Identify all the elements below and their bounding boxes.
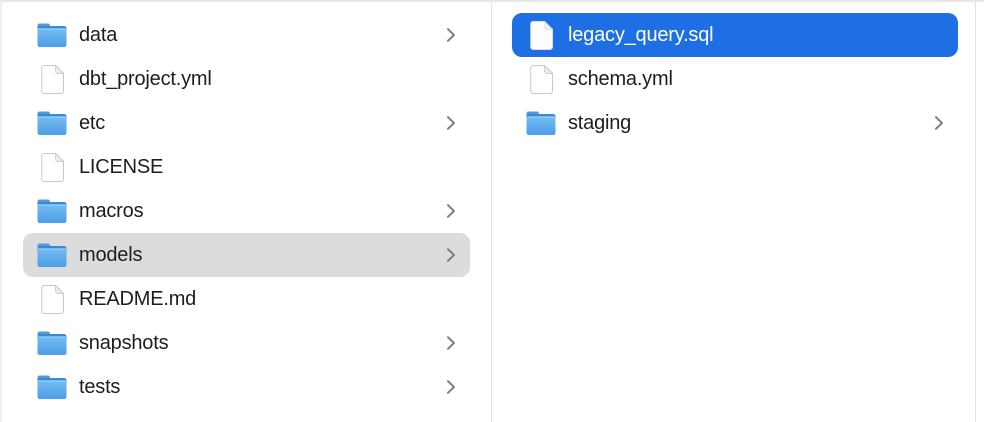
chevron-right-icon (446, 203, 456, 219)
file-icon (526, 20, 556, 50)
file-icon (526, 64, 556, 94)
file-name: data (79, 23, 118, 46)
chevron-right-icon (446, 27, 456, 43)
file-name: snapshots (79, 331, 169, 354)
file-name: LICENSE (79, 155, 164, 178)
file-name: dbt_project.yml (79, 67, 212, 90)
chevron-right-icon (446, 335, 456, 351)
folder-icon (37, 23, 67, 47)
file-icon (37, 152, 67, 182)
file-row-macros[interactable]: macros (23, 189, 470, 233)
file-name: models (79, 243, 143, 266)
folder-icon (37, 375, 67, 399)
file-row-schema-yml[interactable]: schema.yml (512, 57, 958, 101)
file-row-tests[interactable]: tests (23, 365, 470, 409)
file-row-staging[interactable]: staging (512, 101, 958, 145)
file-icon (37, 284, 67, 314)
file-name: README.md (79, 287, 197, 310)
file-name: staging (568, 111, 632, 134)
file-name: etc (79, 111, 106, 134)
file-name: tests (79, 375, 121, 398)
file-row-legacy-query-sql[interactable]: legacy_query.sql (512, 13, 958, 57)
chevron-right-icon (446, 115, 456, 131)
window-right-margin (976, 2, 984, 422)
file-row-dbt-project-yml[interactable]: dbt_project.yml (23, 57, 470, 101)
folder-icon (37, 199, 67, 223)
folder-icon (526, 111, 556, 135)
chevron-right-icon (446, 247, 456, 263)
file-icon (37, 64, 67, 94)
file-row-readme-md[interactable]: README.md (23, 277, 470, 321)
file-row-models[interactable]: models (23, 233, 470, 277)
finder-column-right: legacy_query.sql schema.yml staging (492, 2, 976, 422)
file-row-snapshots[interactable]: snapshots (23, 321, 470, 365)
chevron-right-icon (446, 379, 456, 395)
file-row-data[interactable]: data (23, 13, 470, 57)
finder-column-left: data dbt_project.yml etc (2, 2, 492, 422)
file-name: schema.yml (568, 67, 673, 90)
folder-icon (37, 111, 67, 135)
chevron-right-icon (934, 115, 944, 131)
file-row-license[interactable]: LICENSE (23, 145, 470, 189)
file-row-etc[interactable]: etc (23, 101, 470, 145)
folder-icon (37, 243, 67, 267)
file-name: macros (79, 199, 144, 222)
folder-icon (37, 331, 67, 355)
file-name: legacy_query.sql (568, 23, 714, 46)
